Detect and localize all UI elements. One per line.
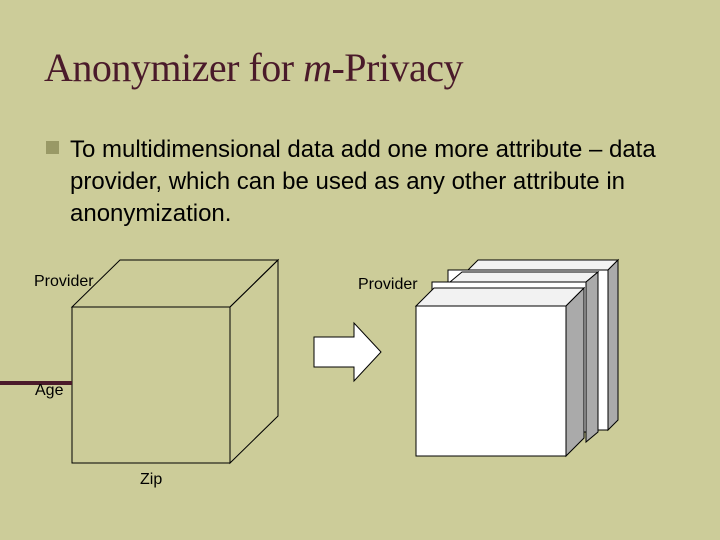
bullet-item: To multidimensional data add one more at… [46,134,686,230]
age-axis-bar [0,381,72,385]
zip-label: Zip [140,471,163,488]
title-italic-m: m [303,45,332,90]
age-label: Age [35,382,64,399]
bullet-text: To multidimensional data add one more at… [70,136,656,227]
title-prefix: Anonymizer for [44,45,304,90]
slide-title: Anonymizer for m-Privacy [44,44,463,91]
partitioned-cube-front [414,286,586,458]
right-arrow-icon [313,321,382,383]
bullet-square-icon [46,141,59,154]
data-cube [70,258,280,465]
provider-label-right: Provider [358,276,418,293]
provider-label-left: Provider [34,273,94,290]
title-suffix: -Privacy [331,45,463,90]
